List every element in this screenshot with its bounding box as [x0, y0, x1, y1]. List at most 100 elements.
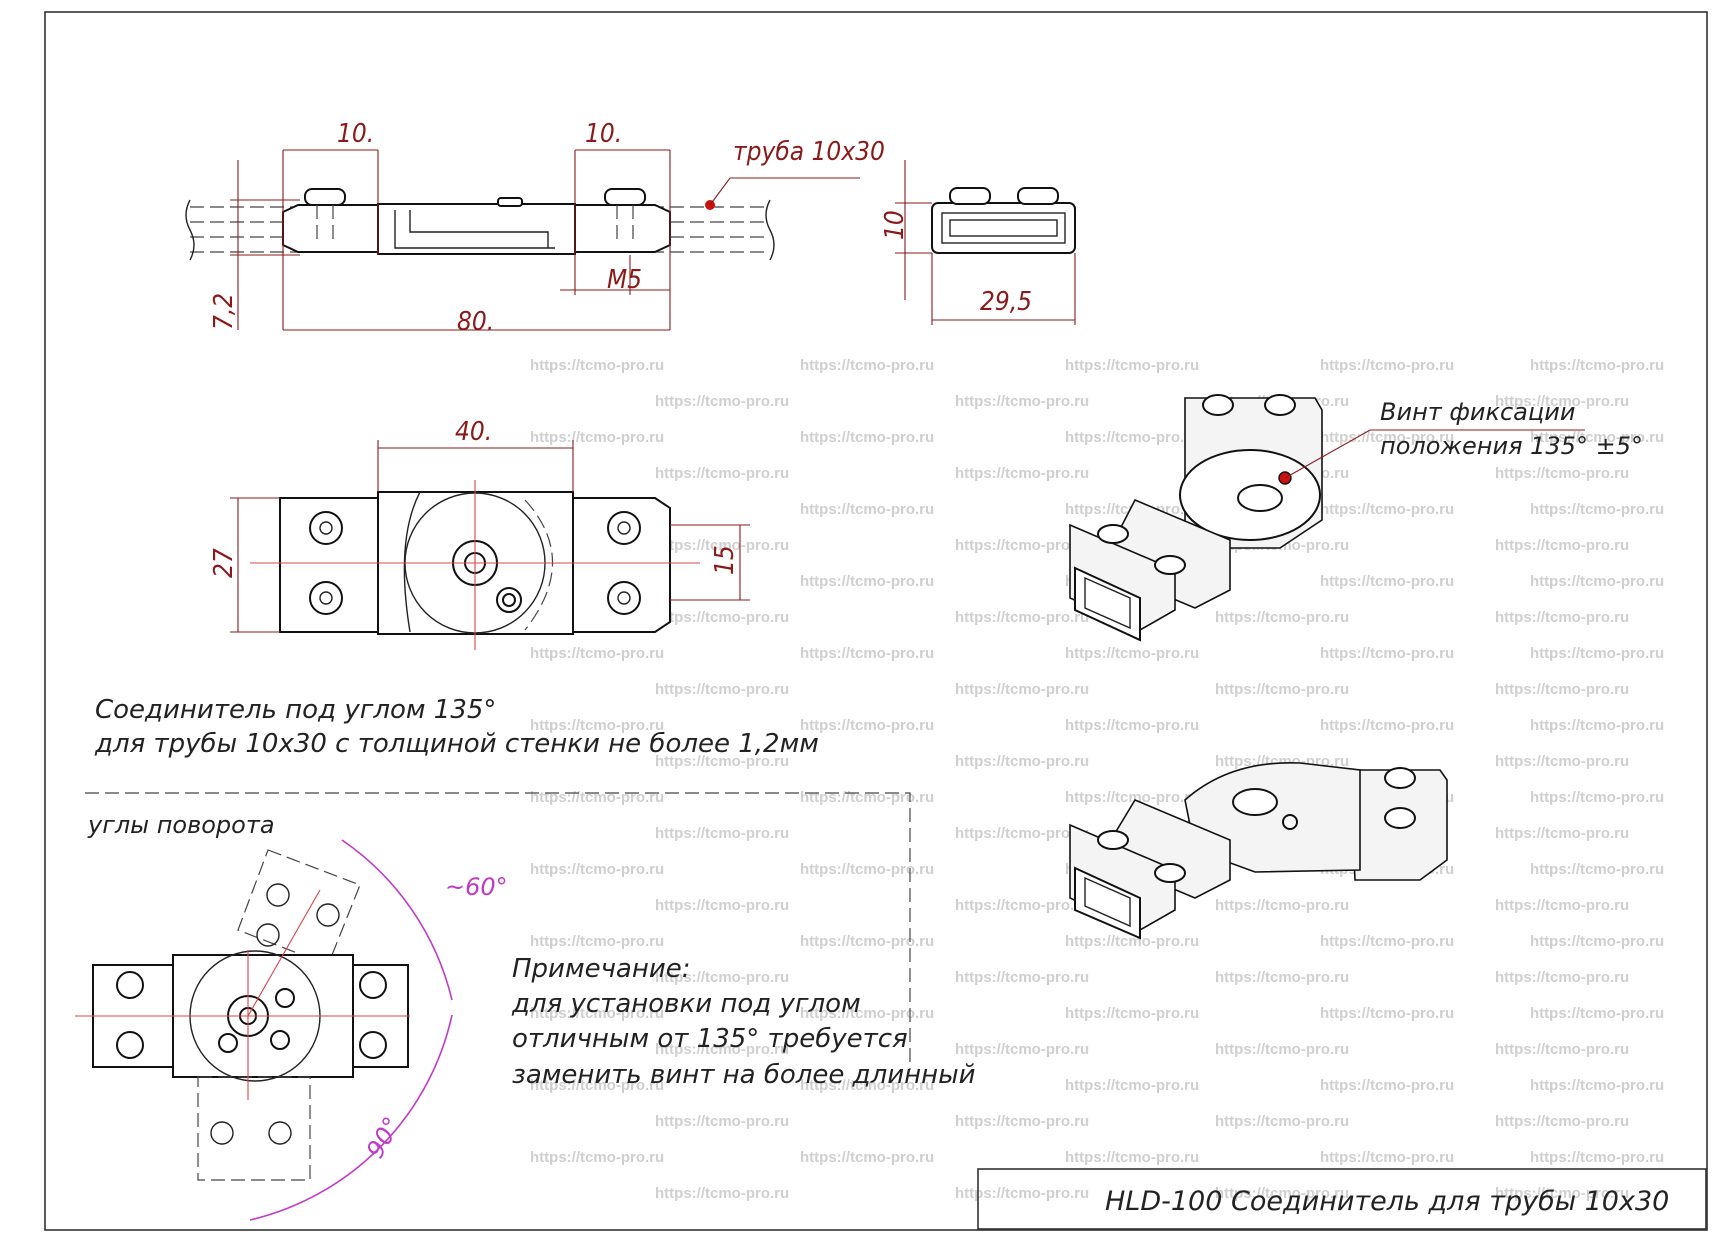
watermark-text: https://tcmo-pro.ru [955, 465, 1089, 482]
watermark-text: https://tcmo-pro.ru [1495, 897, 1629, 914]
watermark-text: https://tcmo-pro.ru [1065, 1077, 1199, 1094]
watermark-text: https://tcmo-pro.ru [955, 681, 1089, 698]
watermark-text: https://tcmo-pro.ru [1530, 717, 1664, 734]
watermark-text: https://tcmo-pro.ru [800, 501, 934, 518]
front-view [185, 149, 860, 331]
watermark-text: https://tcmo-pro.ru [955, 537, 1089, 554]
watermark-text: https://tcmo-pro.ru [1530, 789, 1664, 806]
watermark-text: https://tcmo-pro.ru [655, 609, 789, 626]
note-line3: заменить винт на более длинный [512, 1060, 976, 1090]
watermark-text: https://tcmo-pro.ru [1495, 1113, 1629, 1130]
watermark-text: https://tcmo-pro.ru [1320, 429, 1454, 446]
watermark-text: https://tcmo-pro.ru [1065, 789, 1199, 806]
angle-90: 90° [361, 1112, 407, 1163]
watermark-text: https://tcmo-pro.ru [955, 393, 1089, 410]
watermark-text: https://tcmo-pro.ru [1495, 609, 1629, 626]
watermark-text: https://tcmo-pro.ru [1215, 969, 1349, 986]
callout-line2: положения 135° ±5° [1380, 432, 1643, 460]
watermark-text: https://tcmo-pro.ru [530, 645, 664, 662]
watermark-text: https://tcmo-pro.ru [800, 789, 934, 806]
pipe-label: труба 10х30 [733, 137, 885, 167]
watermark-layer: https://tcmo-pro.ru https://tcmo-pro.ru ht… [530, 357, 1664, 1202]
watermark-text: https://tcmo-pro.ru [800, 1077, 934, 1094]
watermark-text: https://tcmo-pro.ru [1495, 465, 1629, 482]
watermark-text: https://tcmo-pro.ru [530, 429, 664, 446]
watermark-text: https://tcmo-pro.ru [1320, 1149, 1454, 1166]
watermark-text: https://tcmo-pro.ru [1320, 573, 1454, 590]
watermark-text: https://tcmo-pro.ru [1065, 357, 1199, 374]
watermark-text: https://tcmo-pro.ru [800, 357, 934, 374]
watermark-text: https://tcmo-pro.ru [1215, 1185, 1349, 1202]
watermark-text: https://tcmo-pro.ru [655, 897, 789, 914]
watermark-text: https://tcmo-pro.ru [655, 1185, 789, 1202]
watermark-text: https://tcmo-pro.ru [1530, 861, 1664, 878]
watermark-text: https://tcmo-pro.ru [655, 393, 789, 410]
dim-top-left-10: 10. [337, 119, 374, 149]
dim-m5: M5 [607, 265, 642, 295]
watermark-text: https://tcmo-pro.ru [1530, 1005, 1664, 1022]
watermark-text: https://tcmo-pro.ru [955, 1113, 1089, 1130]
watermark-text: https://tcmo-pro.ru [1495, 825, 1629, 842]
watermark-text: https://tcmo-pro.ru [1530, 645, 1664, 662]
watermark-text: https://tcmo-pro.ru [1530, 1077, 1664, 1094]
watermark-text: https://tcmo-pro.ru [1530, 429, 1664, 446]
watermark-text: https://tcmo-pro.ru [1495, 537, 1629, 554]
watermark-text: https://tcmo-pro.ru [1495, 753, 1629, 770]
watermark-text: https://tcmo-pro.ru [1495, 1185, 1629, 1202]
watermark-text: https://tcmo-pro.ru [655, 753, 789, 770]
note-title: Примечание: [512, 954, 691, 984]
rotation-label: углы поворота [87, 811, 275, 839]
watermark-text: https://tcmo-pro.ru [655, 1113, 789, 1130]
watermark-text: https://tcmo-pro.ru [1215, 897, 1349, 914]
watermark-text: https://tcmo-pro.ru [1215, 1041, 1349, 1058]
watermark-text: https://tcmo-pro.ru [530, 1005, 664, 1022]
note-line1: для установки под углом [511, 989, 861, 1019]
watermark-text: https://tcmo-pro.ru [1530, 501, 1664, 518]
dim-height-7-2: 7,2 [209, 293, 239, 330]
dim-height-15: 15 [710, 545, 740, 575]
description-line1: Соединитель под углом 135° [95, 695, 496, 725]
watermark-text: https://tcmo-pro.ru [955, 609, 1089, 626]
watermark-text: https://tcmo-pro.ru [955, 969, 1089, 986]
watermark-text: https://tcmo-pro.ru [1065, 1005, 1199, 1022]
title-block [977, 1168, 1707, 1230]
watermark-text: https://tcmo-pro.ru [1320, 933, 1454, 950]
watermark-text: https://tcmo-pro.ru [955, 1041, 1089, 1058]
side-view [895, 160, 1076, 325]
watermark-text: https://tcmo-pro.ru [1530, 1149, 1664, 1166]
watermark-text: https://tcmo-pro.ru [800, 717, 934, 734]
watermark-text: https://tcmo-pro.ru [1065, 933, 1199, 950]
title-block-text: HLD-100 Соединитель для трубы 10х30 [1105, 1186, 1669, 1217]
watermark-text: https://tcmo-pro.ru [530, 1149, 664, 1166]
watermark-text: https://tcmo-pro.ru [655, 465, 789, 482]
watermark-text: https://tcmo-pro.ru [955, 825, 1089, 842]
watermark-text: https://tcmo-pro.ru [1215, 609, 1349, 626]
watermark-text: https://tcmo-pro.ru [1320, 1077, 1454, 1094]
watermark-text: https://tcmo-pro.ru [800, 933, 934, 950]
watermark-text: https://tcmo-pro.ru [955, 1185, 1089, 1202]
watermark-text: https://tcmo-pro.ru [530, 789, 664, 806]
watermark-text: https://tcmo-pro.ru [800, 429, 934, 446]
watermark-text: https://tcmo-pro.ru [1530, 933, 1664, 950]
iso-view-lower [1069, 761, 1448, 940]
watermark-text: https://tcmo-pro.ru [1495, 969, 1629, 986]
top-view [230, 440, 750, 650]
watermark-text: https://tcmo-pro.ru [1065, 717, 1199, 734]
dim-width-29-5: 29,5 [980, 287, 1032, 317]
watermark-text: https://tcmo-pro.ru [800, 1149, 934, 1166]
watermark-text: https://tcmo-pro.ru [1215, 1113, 1349, 1130]
drawing-frame [44, 11, 1708, 1231]
watermark-text: https://tcmo-pro.ru [800, 861, 934, 878]
dim-top-right-10: 10. [585, 119, 622, 149]
callout-line1: Винт фиксации [1380, 398, 1575, 426]
watermark-text: https://tcmo-pro.ru [655, 825, 789, 842]
dim-side-10: 10 [880, 210, 910, 240]
watermark-text: https://tcmo-pro.ru [800, 645, 934, 662]
watermark-text: https://tcmo-pro.ru [1320, 501, 1454, 518]
dim-height-27: 27 [209, 548, 239, 578]
watermark-text: https://tcmo-pro.ru [530, 861, 664, 878]
watermark-text: https://tcmo-pro.ru [955, 753, 1089, 770]
watermark-text: https://tcmo-pro.ru [530, 933, 664, 950]
watermark-text: https://tcmo-pro.ru [1065, 645, 1199, 662]
